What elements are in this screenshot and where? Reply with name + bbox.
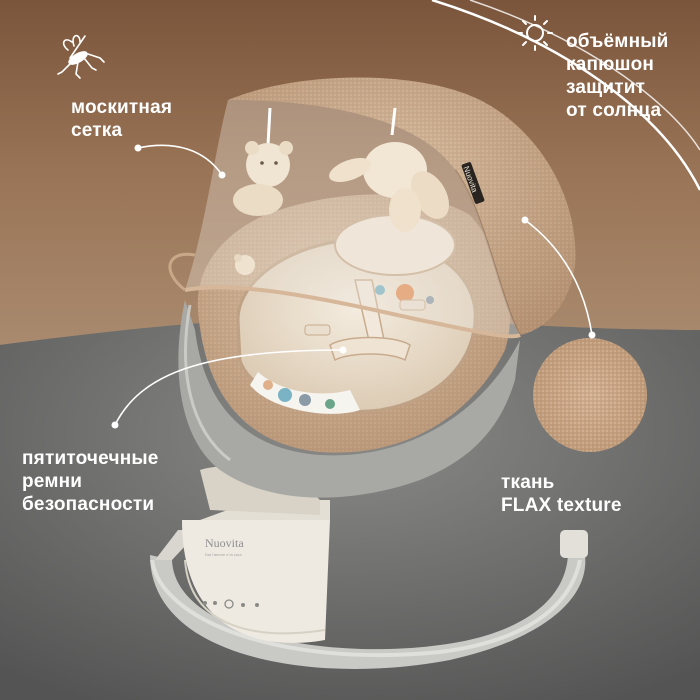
callout-dot-hood-end — [588, 331, 596, 339]
label-line: пятиточечные — [22, 448, 159, 469]
callout-dot-belts-end — [339, 346, 347, 354]
label-line: капюшон — [566, 54, 655, 75]
decorative-arc-outer — [431, 0, 700, 191]
sun-icon — [517, 15, 553, 51]
label-line: FLAX texture — [501, 495, 622, 516]
label-line: москитная — [71, 97, 173, 118]
label-line: сетка — [71, 120, 123, 141]
stand-base — [150, 466, 588, 669]
callout-dot-net-start — [134, 144, 142, 152]
callout-dot-belts-start — [111, 421, 119, 429]
callout-line-belts — [114, 349, 344, 426]
decorative-arc-inner — [469, 0, 700, 151]
seat-print — [250, 284, 434, 414]
label-safety-belts: пятиточечные ремни безопасности — [22, 447, 159, 516]
toy-bunny — [329, 107, 449, 232]
mosquito-icon — [57, 34, 105, 79]
label-line: защитит — [566, 77, 646, 98]
callout-line-net — [137, 144, 223, 176]
label-fabric: ткань FLAX texture — [501, 471, 622, 517]
toy-small — [234, 254, 255, 275]
label-line: от солнца — [566, 100, 662, 121]
label-mosquito-net: москитная сетка — [71, 96, 172, 142]
toy-bear — [233, 107, 293, 216]
brand-logo-base: Nuovita Dal l'amore e la cura — [205, 536, 295, 557]
seat-frame — [178, 300, 520, 498]
label-line: ткань — [501, 472, 555, 493]
callout-dot-hood-start — [521, 216, 529, 224]
callout-dot-net-end — [218, 171, 226, 179]
hood-brand-tag — [461, 162, 485, 204]
label-line: безопасности — [22, 494, 155, 515]
five-point-harness — [304, 279, 426, 362]
label-sun-hood: объёмный капюшон защитит от солнца — [566, 30, 669, 122]
brand-name: Nuovita — [205, 536, 244, 550]
label-line: ремни — [22, 471, 83, 492]
label-line: объёмный — [566, 31, 669, 52]
callout-line-hood — [524, 219, 593, 336]
brand-tagline: Dal l'amore e la cura — [205, 552, 242, 557]
